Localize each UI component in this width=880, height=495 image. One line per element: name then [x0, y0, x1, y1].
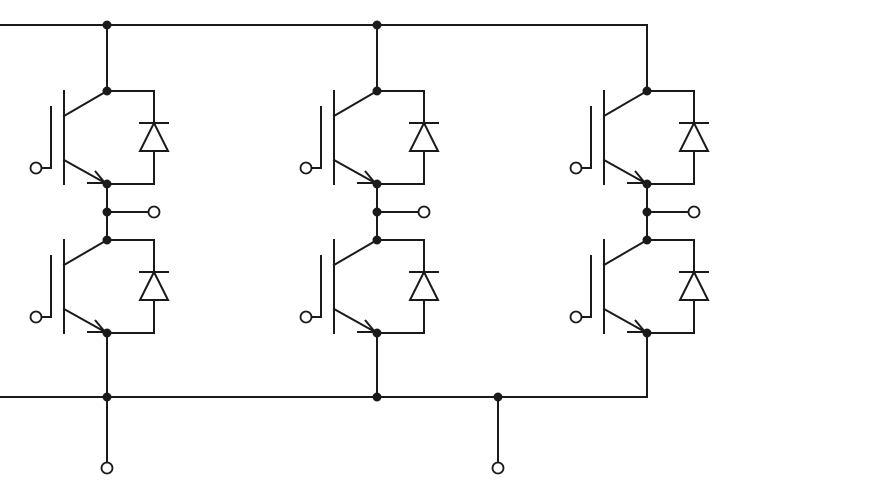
diode-triangle-icon: [678, 120, 710, 152]
igbt-transistor: [299, 86, 382, 189]
dc-terminal: [100, 461, 114, 475]
freewheel-diode: [646, 90, 710, 185]
rail-junction: [372, 20, 382, 30]
freewheel-diode: [376, 239, 440, 334]
output-node: [372, 207, 382, 217]
igbt-collector-line: [332, 238, 379, 267]
igbt-transistor: [29, 86, 112, 189]
bridge-leg-2: [299, 20, 440, 402]
igbt-collector-line: [62, 238, 109, 267]
freewheel-diode: [106, 90, 170, 185]
diode-triangle-icon: [138, 269, 170, 301]
igbt-transistor: [29, 235, 112, 338]
igbt-emitter-line: [62, 158, 109, 186]
bridge-leg-3: [569, 24, 710, 398]
gate-terminal: [299, 161, 313, 175]
igbt-emitter-line: [62, 307, 109, 335]
igbt-emitter-line: [332, 307, 379, 335]
freewheel-diode: [106, 239, 170, 334]
diode-triangle-icon: [678, 269, 710, 301]
freewheel-diode: [376, 90, 440, 185]
output-node: [642, 207, 652, 217]
gate-terminal: [569, 310, 583, 324]
rail-junction: [372, 392, 382, 402]
rail-junction: [102, 20, 112, 30]
igbt-emitter-line: [602, 158, 649, 186]
gate-terminal: [29, 310, 43, 324]
dc-terminal: [491, 461, 505, 475]
bridge-leg-1: [29, 20, 170, 402]
igbt-emitter-line: [602, 307, 649, 335]
freewheel-diode: [646, 239, 710, 334]
igbt-collector-line: [62, 89, 109, 118]
igbt-transistor: [569, 86, 652, 189]
igbt-emitter-line: [332, 158, 379, 186]
gate-terminal: [29, 161, 43, 175]
igbt-transistor: [569, 235, 652, 338]
phase-output-terminal: [687, 205, 701, 219]
rail-junction: [493, 392, 503, 402]
phase-output-terminal: [417, 205, 431, 219]
igbt-collector-line: [602, 89, 649, 118]
gate-terminal: [299, 310, 313, 324]
igbt-collector-line: [602, 238, 649, 267]
igbt-collector-line: [332, 89, 379, 118]
diode-triangle-icon: [408, 269, 440, 301]
output-node: [102, 207, 112, 217]
gate-terminal: [569, 161, 583, 175]
phase-output-terminal: [147, 205, 161, 219]
igbt-transistor: [299, 235, 382, 338]
diode-triangle-icon: [408, 120, 440, 152]
diode-triangle-icon: [138, 120, 170, 152]
